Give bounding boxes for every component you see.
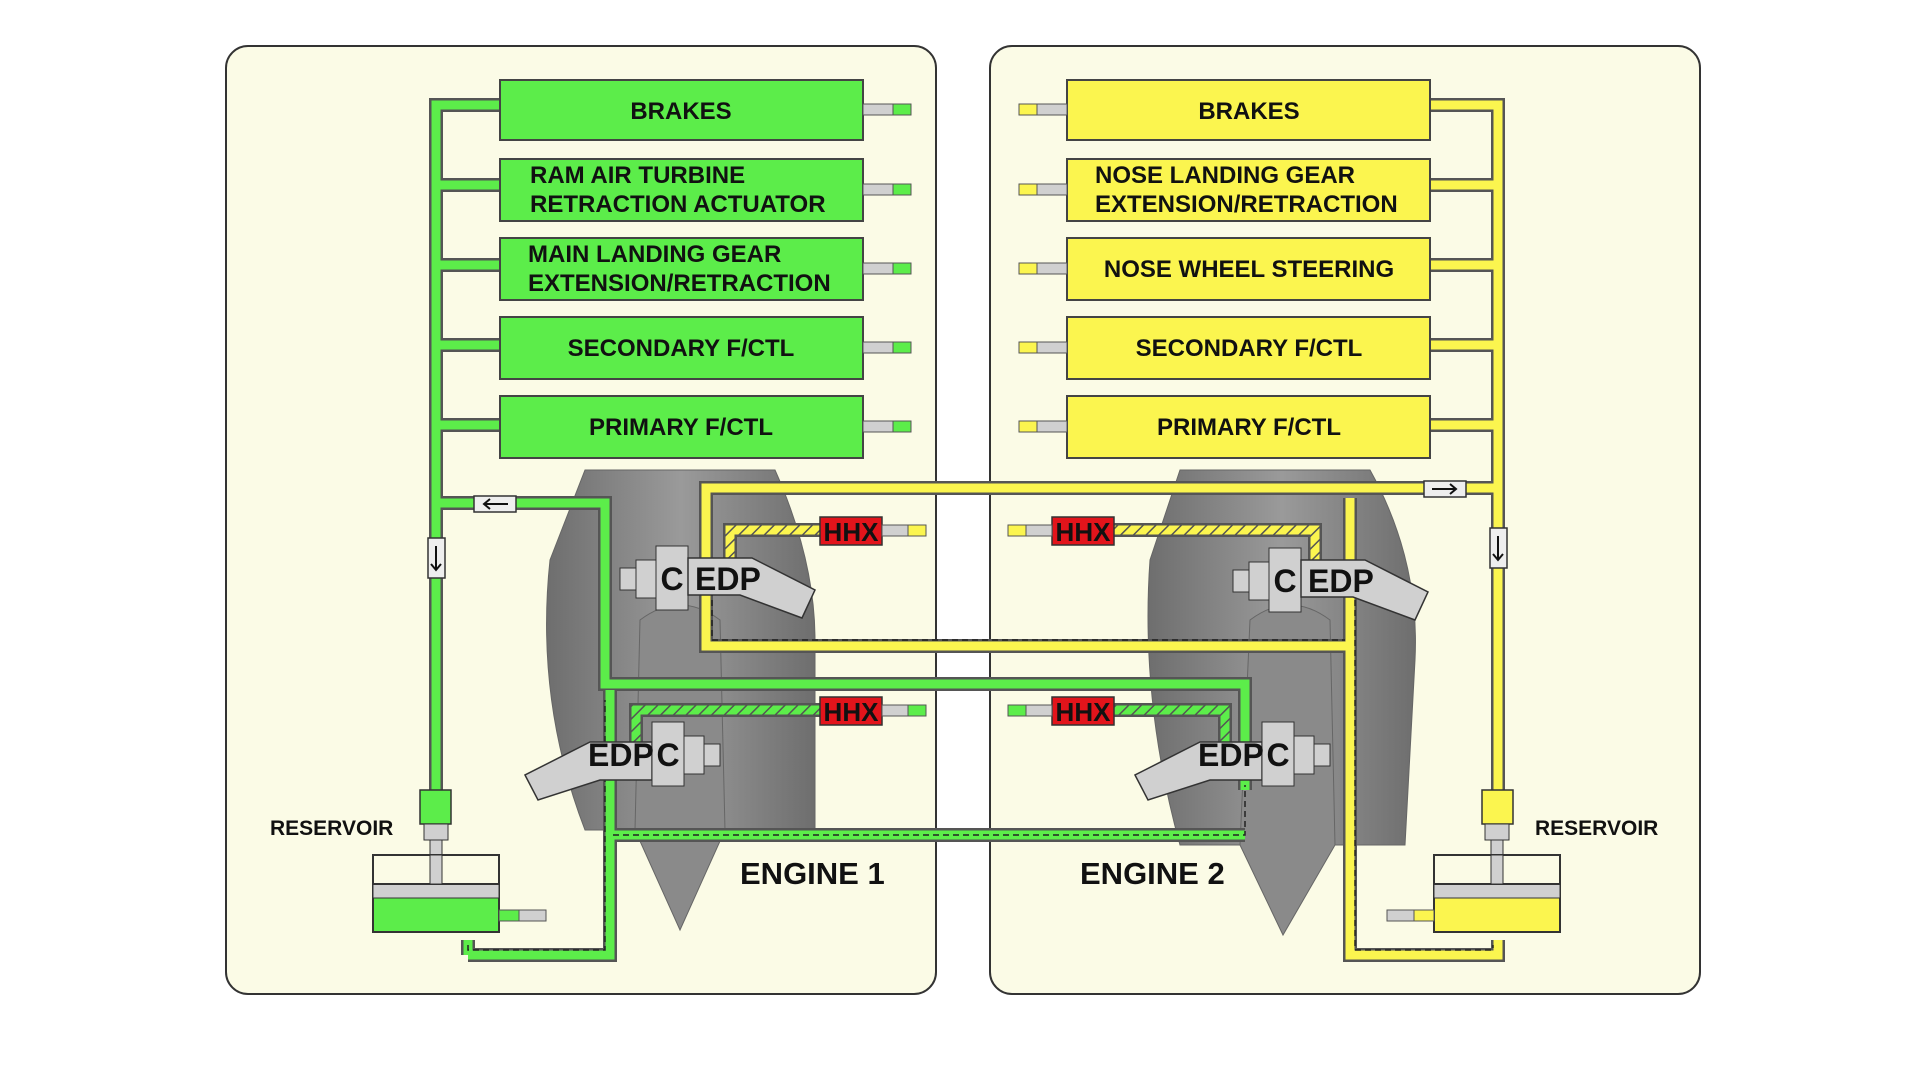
svg-text:EDP: EDP: [588, 737, 654, 773]
svg-text:C: C: [1273, 563, 1296, 599]
yellow-consumer-box-primary: [1066, 395, 1431, 459]
edp-green-engine-1: EDP C: [523, 721, 721, 801]
green-consumer-label-mlg-1: MAIN LANDING GEAR: [528, 241, 781, 268]
green-consumer-box-secondary: [499, 316, 864, 380]
edp-yellow-engine-2: C EDP: [1232, 547, 1429, 621]
green-consumer-box-brakes: [499, 79, 864, 141]
check-valve-green-vertical: [427, 537, 446, 579]
green-consumer-label-rat-1: RAM AIR TURBINE: [530, 162, 745, 189]
svg-text:EDP: EDP: [1198, 737, 1264, 773]
check-valve-green-horizontal: [473, 495, 517, 513]
svg-text:EDP: EDP: [1308, 563, 1374, 599]
green-consumer-label-mlg-2: EXTENSION/RETRACTION: [528, 270, 831, 297]
green-consumer-label-brakes: BRAKES: [630, 98, 731, 125]
green-pipes: [429, 98, 1252, 962]
yellow-consumer-box-secondary: [1066, 316, 1431, 380]
green-consumer-label-primary: PRIMARY F/CTL: [589, 414, 773, 441]
engine-2-label: ENGINE 2: [1080, 856, 1225, 891]
yellow-consumer-label-nlg-1: NOSE LANDING GEAR: [1095, 162, 1355, 189]
yellow-return-stubs: [1018, 103, 1068, 433]
green-reservoir-label: RESERVOIR: [270, 817, 393, 840]
svg-text:HHX: HHX: [1056, 517, 1112, 547]
green-consumer-box-rat: [499, 158, 864, 222]
yellow-consumer-box-brakes: [1066, 79, 1431, 141]
yellow-consumer-box-nws: [1066, 237, 1431, 301]
green-consumer-box-primary: [499, 395, 864, 459]
check-valve-yellow-vertical: [1489, 527, 1508, 569]
svg-text:HHX: HHX: [1056, 697, 1112, 727]
yellow-consumer-box-nlg: [1066, 158, 1431, 222]
green-consumer-box-mlg: [499, 237, 864, 301]
yellow-consumers: BRAKES NOSE LANDING GEAR EXTENSION/RETRA…: [1018, 79, 1431, 459]
edp-green-engine-2: EDP C: [1133, 721, 1331, 801]
green-return-stubs: [862, 103, 912, 433]
yellow-reservoir-label: RESERVOIR: [1535, 817, 1658, 840]
yellow-consumer-label-primary: PRIMARY F/CTL: [1157, 414, 1341, 441]
svg-text:C: C: [1266, 737, 1289, 773]
hhx-green-engine-1: HHX: [819, 696, 927, 727]
hhx-yellow-engine-1: HHX: [819, 516, 927, 547]
yellow-consumer-label-brakes: BRAKES: [1198, 98, 1299, 125]
svg-text:HHX: HHX: [824, 697, 880, 727]
svg-text:C: C: [656, 737, 679, 773]
yellow-reservoir: [1386, 789, 1561, 933]
svg-text:HHX: HHX: [824, 517, 880, 547]
yellow-consumer-label-nws: NOSE WHEEL STEERING: [1104, 256, 1394, 283]
green-reservoir: [372, 789, 547, 933]
hhx-yellow-engine-2: HHX: [1007, 516, 1115, 547]
svg-text:C: C: [660, 561, 683, 597]
edp-yellow-engine-1: C EDP: [619, 545, 816, 619]
engine-1-label: ENGINE 1: [740, 856, 885, 891]
hhx-green-engine-2: HHX: [1007, 696, 1115, 727]
green-consumer-label-secondary: SECONDARY F/CTL: [568, 335, 795, 362]
green-consumer-label-rat-2: RETRACTION ACTUATOR: [530, 191, 826, 218]
check-valve-yellow-horizontal: [1423, 480, 1467, 498]
svg-text:EDP: EDP: [695, 561, 761, 597]
yellow-consumer-label-secondary: SECONDARY F/CTL: [1136, 335, 1363, 362]
green-consumers: BRAKES RAM AIR TURBINE RETRACTION ACTUAT…: [499, 79, 912, 459]
yellow-consumer-label-nlg-2: EXTENSION/RETRACTION: [1095, 191, 1398, 218]
